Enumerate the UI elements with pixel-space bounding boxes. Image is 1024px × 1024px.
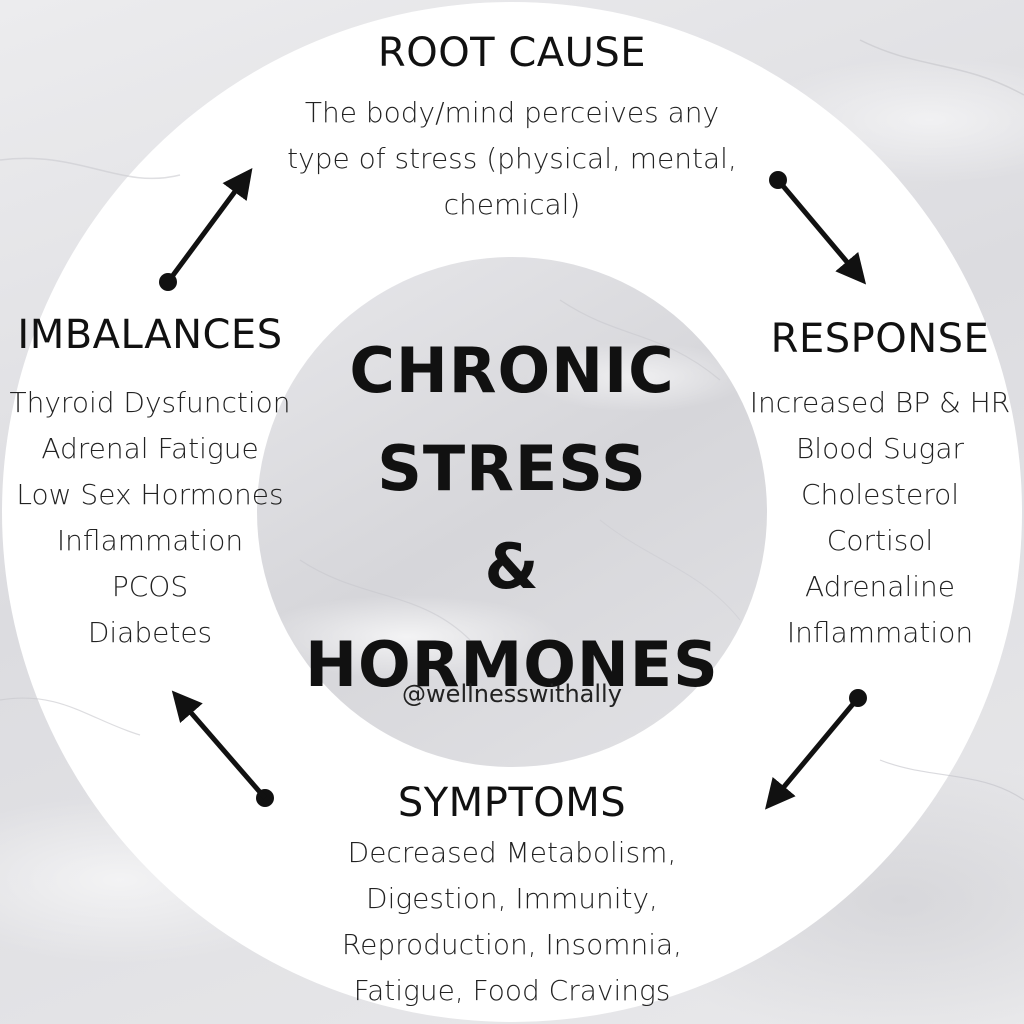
root-cause-text: The body/mind perceives any type of stre… (262, 90, 762, 228)
imbalances-heading: IMBALANCES (17, 312, 283, 358)
center-title-line: STRESS (377, 432, 647, 505)
response-item: Cholesterol (800, 478, 960, 511)
symptoms-line: Digestion, Immunity, (366, 882, 658, 915)
imbalances-item: Adrenal Fatigue (41, 432, 259, 465)
root-cause-heading: ROOT CAUSE (377, 30, 647, 76)
center-title-line: HORMONES (305, 628, 719, 701)
symptoms-heading: SYMPTOMS (397, 780, 627, 826)
response-item: Blood Sugar (795, 432, 965, 465)
root-cause-line: type of stress (physical, mental, (287, 142, 737, 175)
center-title-line: & (484, 530, 540, 603)
imbalances-item: Diabetes (87, 616, 213, 649)
center-title-line: CHRONIC (349, 334, 675, 407)
response-item: Increased BP & HR (749, 386, 1011, 419)
root-cause-line: The body/mind perceives any (304, 96, 720, 129)
imbalances-list: Thyroid Dysfunction Adrenal Fatigue Low … (0, 380, 300, 656)
imbalances-item: Thyroid Dysfunction (9, 386, 291, 419)
response-heading: RESPONSE (770, 316, 990, 362)
arrow-symptoms-to-imbalances (171, 690, 274, 807)
arrow-imbalances-to-root (159, 167, 253, 291)
response-item: Cortisol (826, 524, 934, 557)
symptoms-line: Decreased Metabolism, (347, 836, 677, 869)
root-cause-line: chemical) (443, 188, 581, 221)
response-item: Adrenaline (805, 570, 955, 603)
symptoms-line: Reproduction, Insomnia, (341, 928, 683, 961)
arrow-root-to-response (769, 171, 867, 285)
response-list: Increased BP & HR Blood Sugar Cholestero… (736, 380, 1024, 656)
arrow-response-to-symptoms (764, 689, 867, 810)
author-handle: @wellnesswithally (402, 680, 622, 708)
symptoms-line: Fatigue, Food Cravings (353, 974, 671, 1007)
center-title: CHRONIC STRESS & HORMONES (262, 322, 762, 714)
imbalances-item: Low Sex Hormones (16, 478, 284, 511)
response-item: Inflammation (786, 616, 974, 649)
symptoms-text: Decreased Metabolism, Digestion, Immunit… (312, 830, 712, 1014)
imbalances-item: PCOS (111, 570, 189, 603)
imbalances-item: Inflammation (56, 524, 244, 557)
